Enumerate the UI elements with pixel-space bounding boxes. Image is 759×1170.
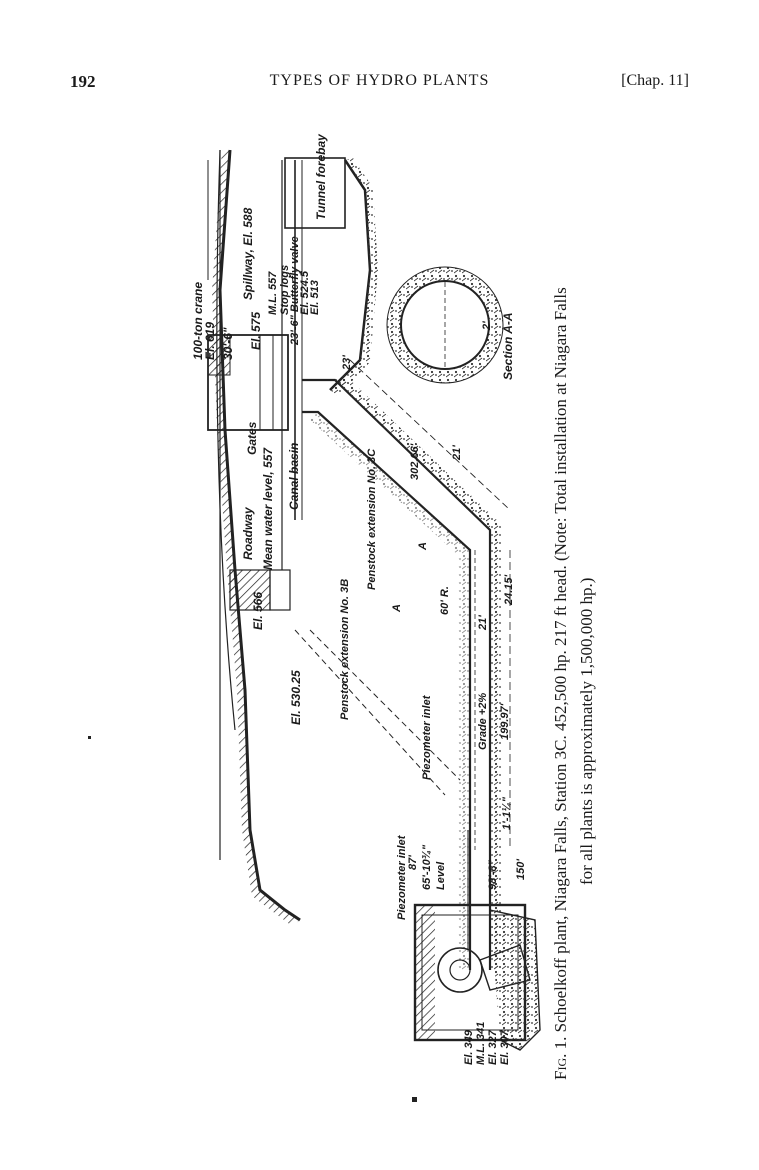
- label-el619: El. 619: [203, 322, 217, 360]
- caption-line-1: Fig. 1. Schoelkoff plant, Niagara Falls,…: [548, 120, 574, 1080]
- dim-302-66: [349, 359, 511, 511]
- page-header: 192 TYPES OF HYDRO PLANTS [Chap. 11]: [0, 72, 759, 96]
- chapter-label: [Chap. 11]: [621, 72, 689, 89]
- crane-box: [207, 334, 231, 376]
- label-d23: 23': [341, 355, 353, 371]
- label-d21b: 21': [477, 615, 489, 631]
- label-grade: Grade +2%: [477, 693, 489, 750]
- label-d87: 87': [407, 855, 419, 870]
- tailrace-rock: [489, 909, 541, 1051]
- figure-schoelkoff-plant-drawing: 100-ton crane El. 619 30'-6" Spillway, E…: [190, 130, 670, 1070]
- label-d150: 150': [515, 859, 527, 880]
- label-canal: Canal basin: [287, 443, 301, 510]
- label-el327: El. 327: [487, 1029, 499, 1065]
- page-dot-1: [88, 736, 91, 739]
- label-d1: 1'-1¼": [501, 796, 513, 830]
- caption-line-2: for all plants is approximately 1,500,00…: [577, 577, 596, 885]
- figure-caption: Fig. 1. Schoelkoff plant, Niagara Falls,…: [548, 120, 608, 1080]
- label-ml341: M.L. 341: [475, 1022, 487, 1065]
- page-number: 192: [70, 72, 96, 91]
- label-pen3b: Penstock extension No. 3B: [339, 579, 351, 720]
- label-gates: Gates: [245, 421, 259, 455]
- label-dim306: 30'-6": [221, 327, 235, 360]
- roadway-block: [229, 569, 271, 611]
- label-forebay: Tunnel forebay: [314, 133, 328, 220]
- label-piezo1: Piezometer inlet: [396, 834, 408, 920]
- turbine: [437, 947, 483, 993]
- section-drawing: 100-ton crane El. 619 30'-6" Spillway, E…: [191, 133, 541, 1065]
- caption-fig-label: Fig. 1.: [551, 1036, 570, 1080]
- label-level: Level: [435, 861, 447, 890]
- label-d65: 65'-10¾": [421, 844, 433, 890]
- label-a1: A: [417, 542, 429, 551]
- label-el575: El. 575: [249, 312, 263, 350]
- label-el307: El. 307: [499, 1029, 511, 1065]
- label-crane: 100-ton crane: [191, 282, 205, 360]
- label-el513: El. 513: [309, 280, 321, 315]
- label-d30266: 302.66': [409, 443, 421, 480]
- label-el53025: El. 530.25: [289, 670, 303, 725]
- label-el566: El. 566: [251, 592, 265, 630]
- page-dot-2: [412, 1097, 417, 1102]
- ladder-stairs: [467, 830, 491, 950]
- label-stoplogs: Stop logs: [279, 265, 291, 315]
- label-roadway: Roadway: [241, 506, 255, 560]
- label-pen3c: Penstock extension No. 3C: [366, 448, 378, 590]
- label-el5245: El. 524.5: [299, 270, 311, 315]
- label-ml557: M.L. 557: [267, 271, 279, 315]
- powerhouse-crane: [415, 905, 435, 1040]
- label-spillway: Spillway, El. 588: [241, 207, 255, 300]
- running-title: TYPES OF HYDRO PLANTS: [269, 72, 490, 89]
- ground-surface: [216, 149, 236, 731]
- label-a2: A: [391, 604, 403, 613]
- gatehouse: [207, 334, 289, 431]
- label-mean-water: Mean water level, 557: [261, 447, 275, 570]
- caption-text-1: Schoelkoff plant, Niagara Falls, Station…: [551, 287, 570, 1033]
- section-a-a: [386, 266, 504, 384]
- penstock-3b-dashed: [309, 629, 461, 781]
- label-d2415: 24.15': [503, 574, 515, 606]
- label-r60: 60' R.: [439, 586, 451, 615]
- label-el349: El. 349: [463, 1029, 475, 1065]
- label-d98: 98'-8": [487, 859, 499, 890]
- label-piezo2: Piezometer inlet: [421, 694, 433, 780]
- forebay-structure: [284, 157, 346, 229]
- label-d19997: 199.97': [499, 703, 511, 740]
- cliff-hatch: [212, 150, 300, 926]
- label-section: Section A-A: [501, 312, 515, 380]
- label-d21a: 21': [451, 445, 463, 461]
- label-butterfly: 23'-6" Butterfly valve: [289, 236, 301, 346]
- label-two: 2': [481, 321, 493, 331]
